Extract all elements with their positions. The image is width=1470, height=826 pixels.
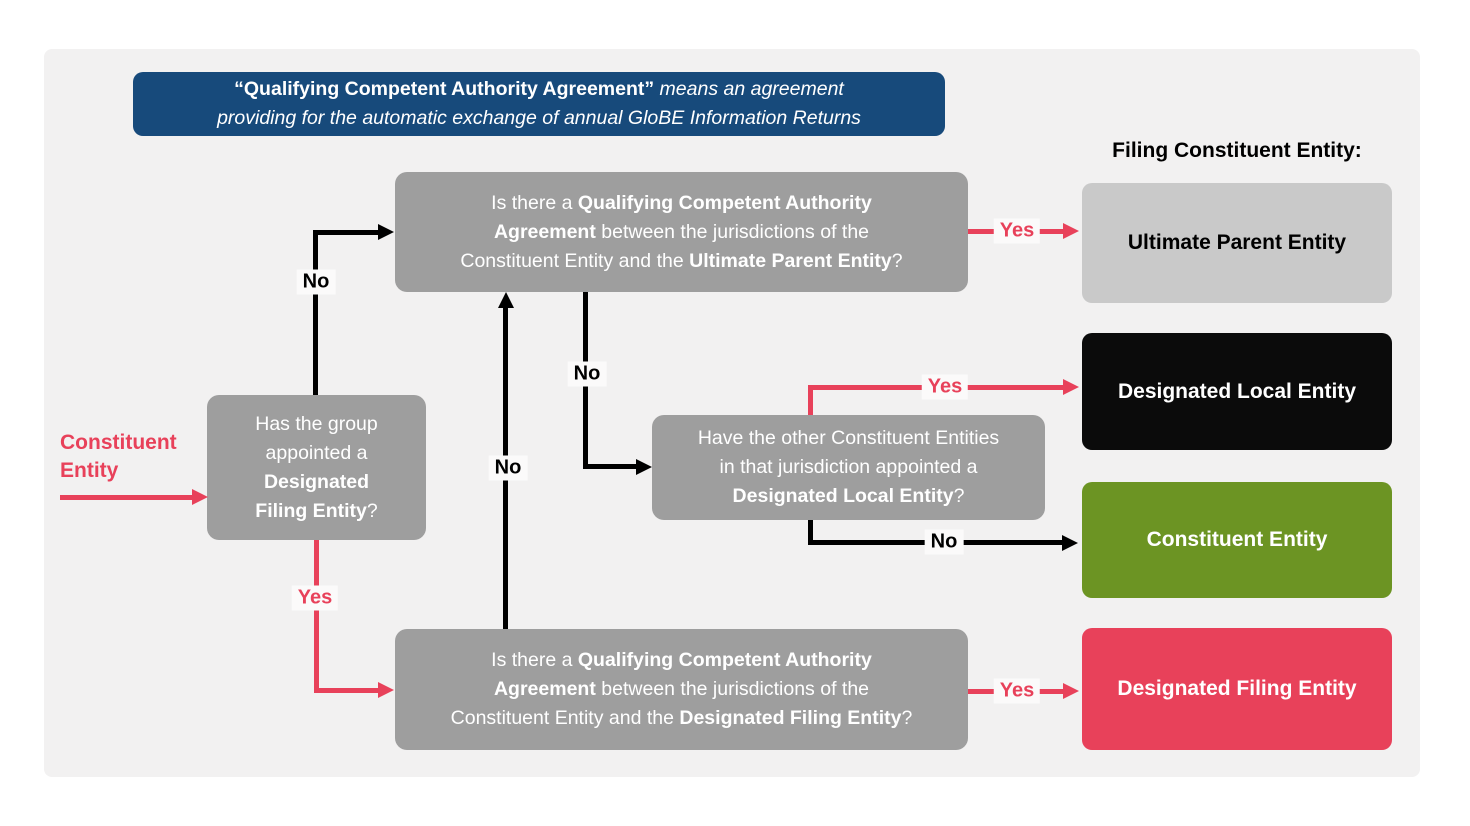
result-designated-filing-entity: Designated Filing Entity	[1082, 628, 1392, 750]
edge-top-to-middle-line-h	[583, 464, 637, 469]
question-line: Is there a Qualifying Competent Authorit…	[491, 191, 872, 214]
question-line: Have the other Constituent Entities	[697, 427, 1000, 449]
edge-label-no: No	[567, 361, 607, 387]
definition-text-2: providing for the automatic exchange of …	[217, 107, 861, 129]
question-designated-local-entity: Have the other Constituent Entities in t…	[652, 415, 1045, 520]
edge-label-yes: Yes	[993, 678, 1041, 704]
result-ultimate-parent-entity: Ultimate Parent Entity	[1082, 183, 1392, 303]
definition-banner-line1: “Qualifying Competent Authority Agreemen…	[234, 75, 844, 104]
edge-start-line	[60, 495, 193, 500]
edge-label-no: No	[296, 269, 336, 295]
question-line: Has the group	[255, 412, 378, 435]
question-line: Agreement between the jurisdictions of t…	[493, 678, 870, 700]
question-line: Designated Local Entity?	[732, 485, 965, 507]
definition-banner: “Qualifying Competent Authority Agreemen…	[133, 72, 945, 136]
question-qcaa-upe: Is there a Qualifying Competent Authorit…	[395, 172, 968, 292]
question-designated-filing-entity: Has the group appointed a Designated Fil…	[207, 395, 426, 540]
arrow-right-icon	[192, 489, 208, 505]
result-constituent-entity: Constituent Entity	[1082, 482, 1392, 598]
arrow-right-icon	[1062, 535, 1078, 551]
start-node-label-line1: Constituent	[60, 431, 177, 454]
arrow-right-icon	[636, 459, 652, 475]
edge-label-no: No	[488, 455, 528, 481]
edge-left-to-top-line-h	[313, 230, 379, 235]
result-designated-local-entity: Designated Local Entity	[1082, 333, 1392, 450]
edge-label-yes: Yes	[291, 585, 339, 611]
question-line: Filing Entity?	[255, 499, 378, 522]
question-line: Constituent Entity and the Designated Fi…	[450, 707, 913, 729]
edge-left-to-bottom-line-v	[314, 540, 319, 692]
question-qcaa-dfe: Is there a Qualifying Competent Authorit…	[395, 629, 968, 750]
start-node-label: Constituent Entity	[60, 429, 210, 485]
edge-left-to-top-line-v	[313, 230, 318, 395]
edge-middle-to-dle-line-v	[808, 387, 813, 415]
arrow-right-icon	[1063, 223, 1079, 239]
arrow-right-icon	[1063, 683, 1079, 699]
edge-middle-to-ce-line-v	[808, 520, 813, 543]
arrow-right-icon	[378, 682, 394, 698]
results-heading: Filing Constituent Entity:	[1112, 139, 1362, 162]
question-line: Is there a Qualifying Competent Authorit…	[491, 649, 872, 671]
edge-label-no: No	[924, 529, 964, 555]
arrow-right-icon	[378, 224, 394, 240]
arrow-right-icon	[1063, 379, 1079, 395]
question-line: Agreement between the jurisdictions of t…	[493, 220, 870, 243]
definition-term: “Qualifying Competent Authority Agreemen…	[234, 78, 655, 100]
edge-label-yes: Yes	[993, 218, 1041, 244]
edge-left-to-bottom-line-h	[314, 688, 379, 693]
question-line: appointed a	[265, 441, 368, 464]
definition-text-1: means an agreement	[654, 78, 844, 100]
edge-label-yes: Yes	[921, 374, 969, 400]
arrow-up-icon	[498, 292, 514, 308]
question-line: in that jurisdiction appointed a	[719, 456, 978, 478]
start-node-label-line2: Entity	[60, 459, 119, 482]
definition-banner-line2: providing for the automatic exchange of …	[217, 104, 861, 133]
question-line: Constituent Entity and the Ultimate Pare…	[460, 249, 903, 272]
question-line: Designated	[263, 470, 370, 493]
